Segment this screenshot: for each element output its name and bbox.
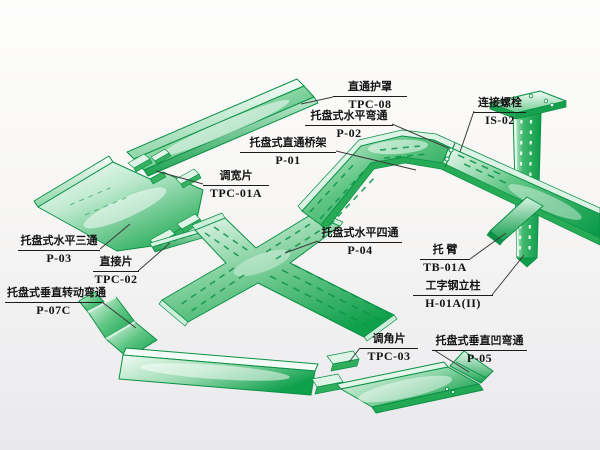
part-code: TPC-01A xyxy=(209,185,263,200)
label-vertical-inside-elbow: 托盘式垂直凹弯通 P-05 xyxy=(432,335,527,366)
part-code: H-01A(II) xyxy=(425,295,481,310)
part-code: P-07C xyxy=(36,302,71,317)
label-width-adjust-piece: 调宽片 TPC-01A xyxy=(203,170,269,201)
part-name: 直接片 xyxy=(93,256,139,272)
part-tray-run xyxy=(297,129,600,246)
part-code: TB-01A xyxy=(423,259,467,274)
part-name: 工字钢立柱 xyxy=(413,280,493,296)
part-code: TPC-02 xyxy=(94,271,138,286)
part-code: P-05 xyxy=(466,350,493,365)
part-name: 托盘式水平三通 xyxy=(18,235,100,251)
label-horizontal-tee: 托盘式水平三通 P-03 xyxy=(18,235,100,266)
part-code: P-04 xyxy=(347,242,373,257)
label-connecting-bolt: 连接螺栓 IS-02 xyxy=(474,97,526,128)
part-name: 托盘式垂直凹弯通 xyxy=(432,335,527,351)
part-name: 托 臂 xyxy=(420,244,470,260)
label-straight-tray: 托盘式直通桥架 P-01 xyxy=(240,137,336,168)
label-straight-cover: 直通护罩 TPC-08 xyxy=(333,81,407,112)
part-code: TPC-08 xyxy=(348,96,392,111)
part-horizontal-tee xyxy=(33,155,204,252)
label-vertical-articulating-elbow: 托盘式垂直转动弯通 P-07C xyxy=(5,287,106,318)
part-code: P-01 xyxy=(275,152,301,167)
part-code: P-02 xyxy=(336,125,362,140)
label-i-beam-column: 工字钢立柱 H-01A(II) xyxy=(413,280,493,311)
label-horizontal-cross: 托盘式水平四通 P-04 xyxy=(318,227,402,258)
part-connecting-bolts xyxy=(444,142,456,168)
part-name: 托盘式垂直转动弯通 xyxy=(5,287,106,303)
part-code: TPC-03 xyxy=(367,348,411,363)
part-code: P-03 xyxy=(46,250,72,265)
part-name: 托盘式直通桥架 xyxy=(240,137,336,153)
label-angle-adjust-piece: 调角片 TPC-03 xyxy=(360,333,418,364)
label-horizontal-elbow: 托盘式水平弯通 P-02 xyxy=(305,110,393,141)
part-name: 托盘式水平四通 xyxy=(318,227,402,243)
label-connecting-piece: 直接片 TPC-02 xyxy=(93,256,139,287)
part-name: 直通护罩 xyxy=(333,81,407,97)
part-vertical-inside-elbow xyxy=(336,350,494,414)
part-name: 连接螺栓 xyxy=(474,97,526,113)
part-straight-tray xyxy=(440,146,600,239)
part-straight-cover xyxy=(126,78,319,177)
part-name: 托盘式水平弯通 xyxy=(305,110,393,126)
part-code: IS-02 xyxy=(485,112,515,127)
leader-lines xyxy=(99,96,525,373)
label-cantilever-arm: 托 臂 TB-01A xyxy=(420,244,470,275)
part-cantilever-arm xyxy=(486,196,544,246)
part-name: 调宽片 xyxy=(203,170,269,186)
part-name: 调角片 xyxy=(360,333,418,349)
part-bottom-straight-tray xyxy=(118,347,319,396)
